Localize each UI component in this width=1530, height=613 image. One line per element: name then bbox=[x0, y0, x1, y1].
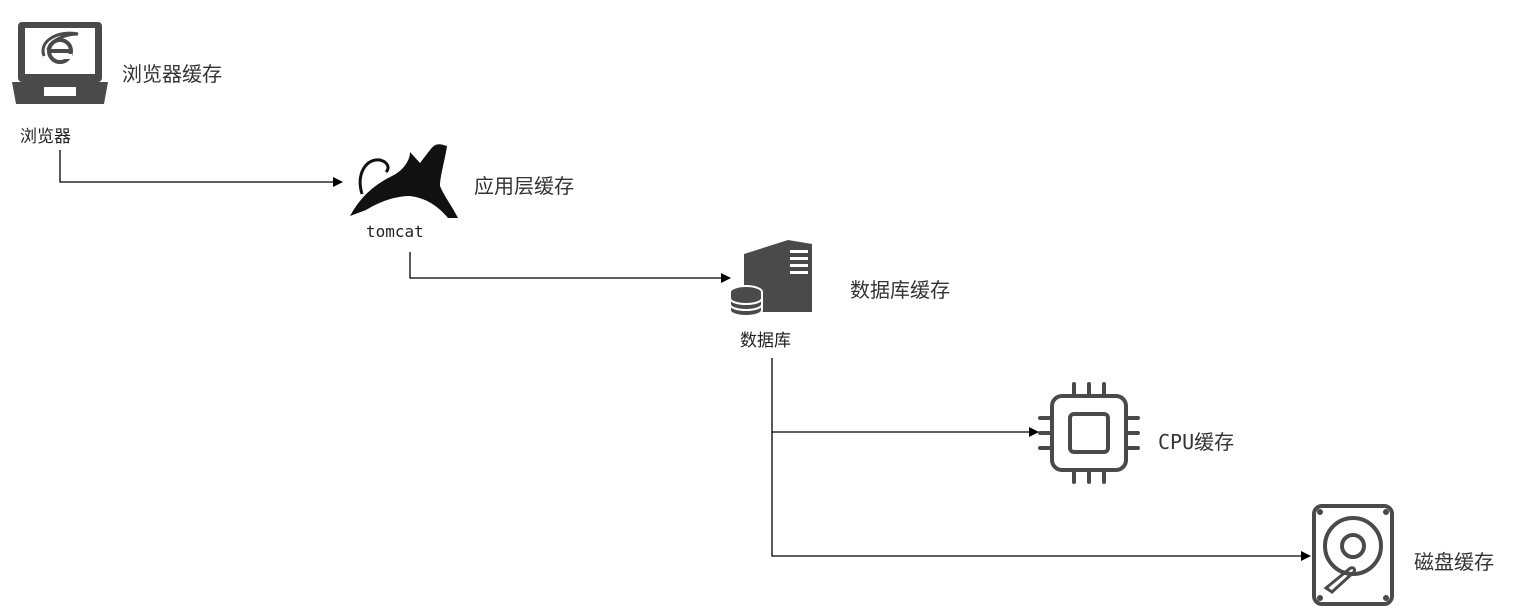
edge-database-to-cpu bbox=[771, 358, 1039, 437]
disk-cache-label: 磁盘缓存 bbox=[1414, 550, 1494, 574]
edge-tomcat-to-database bbox=[409, 252, 731, 283]
database-cache-label: 数据库缓存 bbox=[850, 278, 950, 302]
tomcat-cat-icon bbox=[350, 144, 458, 218]
tomcat-cache-label: 应用层缓存 bbox=[474, 174, 574, 198]
hard-disk-icon bbox=[1312, 504, 1394, 606]
edge-browser-to-tomcat bbox=[59, 150, 343, 187]
edge-database-to-disk bbox=[771, 432, 1311, 561]
cpu-cache-label: CPU缓存 bbox=[1158, 430, 1235, 454]
tomcat-label: tomcat bbox=[366, 222, 424, 241]
laptop-ie-icon bbox=[12, 22, 108, 104]
database-label: 数据库 bbox=[740, 331, 791, 351]
database-server-icon bbox=[729, 240, 812, 317]
cpu-chip-icon bbox=[1038, 382, 1140, 484]
browser-cache-label: 浏览器缓存 bbox=[122, 62, 222, 86]
browser-label: 浏览器 bbox=[20, 127, 71, 147]
